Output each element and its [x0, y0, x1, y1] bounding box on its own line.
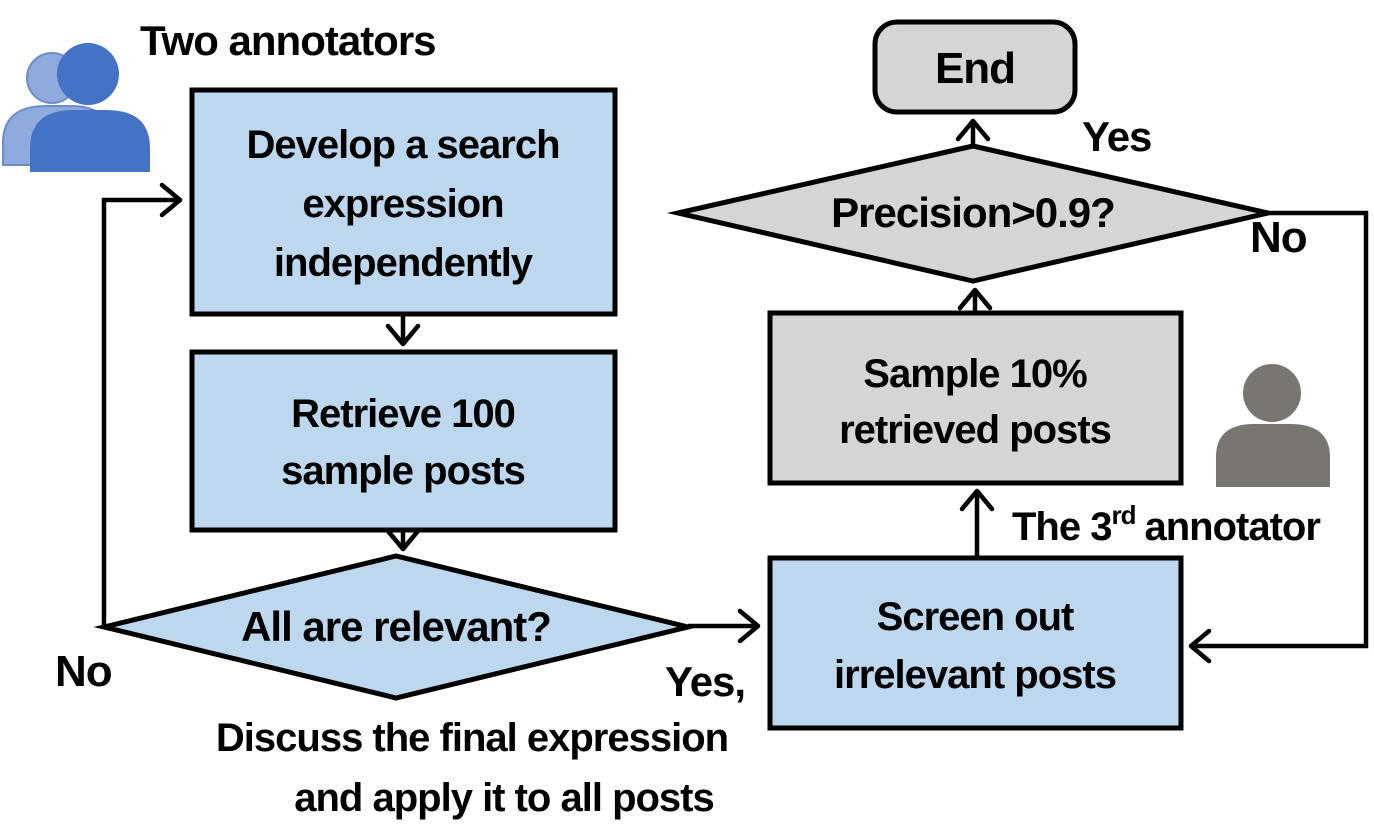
arrow-precision-no-loop	[1188, 210, 1369, 664]
end-node	[872, 19, 1078, 115]
develop-line-2: expression	[302, 182, 503, 226]
precision-label: Precision>0.9?	[831, 189, 1115, 236]
third-annotator-label: The 3rd annotator	[1012, 500, 1320, 549]
relevant-no-label: No	[55, 647, 112, 696]
end-label: End	[935, 44, 1015, 93]
relevant-yes-label: Yes,	[665, 658, 745, 705]
third-annotator-label-post: annotator	[1144, 505, 1320, 549]
screen-line-1: Screen out	[877, 595, 1074, 639]
retrieve-line-1: Retrieve 100	[291, 392, 515, 436]
two-annotators-label: Two annotators	[140, 17, 436, 64]
sample-box	[767, 310, 1184, 486]
two-people-icon	[1, 43, 150, 172]
develop-box	[189, 87, 618, 317]
gray-person-body	[1216, 424, 1330, 487]
precision-no-label: No	[1250, 213, 1307, 262]
third-annotator-label-pre: The 3	[1012, 505, 1111, 549]
discuss-note-line-2: and apply it to all posts	[294, 776, 714, 820]
screen-box	[767, 555, 1184, 731]
gray-person-head	[1243, 364, 1301, 422]
retrieve-box	[189, 349, 618, 533]
sample-line-2: retrieved posts	[839, 408, 1111, 452]
third-annotator-label-sup: rd	[1111, 500, 1135, 530]
arrow-relevant-no-loop	[101, 182, 183, 627]
precision-diamond	[666, 143, 1280, 284]
relevant-label: All are relevant?	[241, 603, 551, 650]
sample-line-1: Sample 10%	[863, 352, 1087, 396]
retrieve-line-2: sample posts	[281, 449, 525, 493]
screen-line-2: irrelevant posts	[834, 653, 1116, 697]
develop-line-1: Develop a search	[246, 123, 559, 167]
front-person-head	[57, 43, 119, 105]
single-person-icon	[1216, 364, 1330, 487]
relevant-diamond	[93, 553, 699, 701]
precision-yes-label: Yes	[1082, 113, 1151, 160]
develop-line-3: independently	[274, 241, 534, 285]
discuss-note-line-1: Discuss the final expression	[216, 716, 728, 760]
front-person-body	[30, 110, 150, 172]
